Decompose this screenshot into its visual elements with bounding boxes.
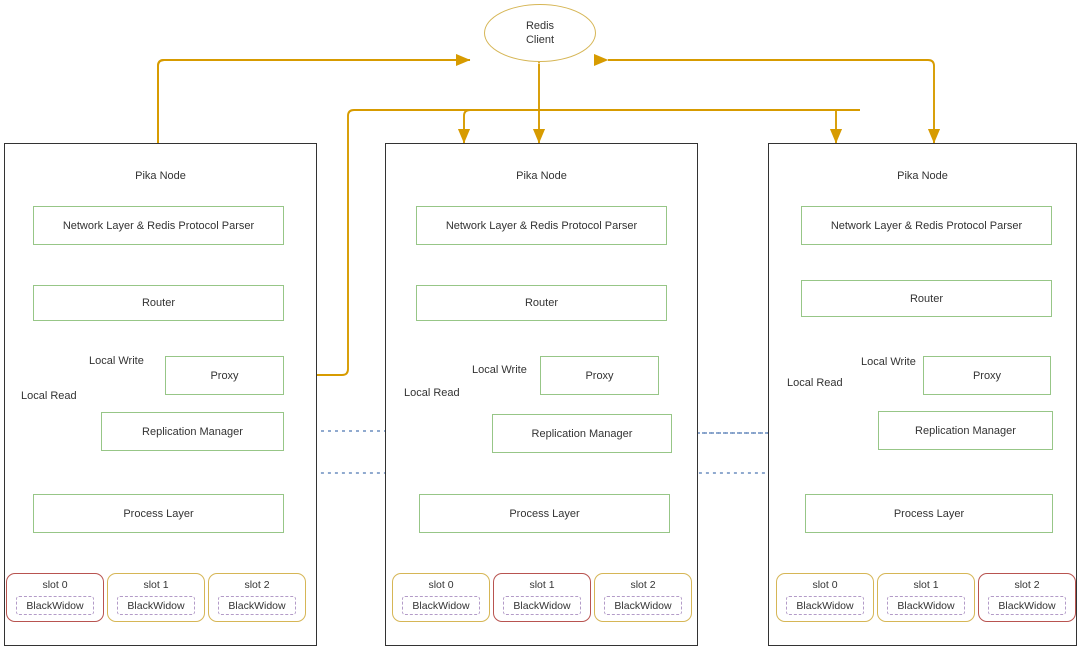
- pika-node-2-slot-0[interactable]: slot 0 BlackWidow: [392, 573, 490, 622]
- pika-node-1-slot-0[interactable]: slot 0 BlackWidow: [6, 573, 104, 622]
- pika-node-2-local-read-label: Local Read: [403, 387, 461, 399]
- pika-node-3-network-layer[interactable]: Network Layer & Redis Protocol Parser: [801, 206, 1052, 245]
- pika-node-3-slot-2[interactable]: slot 2 BlackWidow: [978, 573, 1076, 622]
- pika-node-1-local-read-label: Local Read: [20, 390, 78, 402]
- pika-node-3-title: Pika Node: [897, 170, 948, 182]
- pika-node-3-router[interactable]: Router: [801, 280, 1052, 317]
- blackwidow-engine: BlackWidow: [786, 596, 864, 615]
- blackwidow-engine: BlackWidow: [604, 596, 682, 615]
- pika-node-1-network-layer[interactable]: Network Layer & Redis Protocol Parser: [33, 206, 284, 245]
- slot-title: slot 2: [1014, 579, 1040, 591]
- pika-node-1-replication-manager[interactable]: Replication Manager: [101, 412, 284, 451]
- blackwidow-engine: BlackWidow: [988, 596, 1066, 615]
- pika-node-1-title: Pika Node: [135, 170, 186, 182]
- pika-node-2-local-write-label: Local Write: [471, 364, 528, 376]
- pika-node-2-slot-1[interactable]: slot 1 BlackWidow: [493, 573, 591, 622]
- pika-node-2-slot-2[interactable]: slot 2 BlackWidow: [594, 573, 692, 622]
- slot-title: slot 2: [630, 579, 656, 591]
- blackwidow-engine: BlackWidow: [402, 596, 480, 615]
- pika-node-2-title: Pika Node: [516, 170, 567, 182]
- pika-node-2-replication-manager[interactable]: Replication Manager: [492, 414, 672, 453]
- pika-node-1-local-write-label: Local Write: [88, 355, 145, 367]
- pika-node-3-proxy[interactable]: Proxy: [923, 356, 1051, 395]
- slot-title: slot 1: [913, 579, 939, 591]
- slot-title: slot 1: [143, 579, 169, 591]
- blackwidow-engine: BlackWidow: [503, 596, 581, 615]
- pika-node-2-network-layer[interactable]: Network Layer & Redis Protocol Parser: [416, 206, 667, 245]
- pika-node-2-router[interactable]: Router: [416, 285, 667, 321]
- pika-node-3-process-layer[interactable]: Process Layer: [805, 494, 1053, 533]
- blackwidow-engine: BlackWidow: [117, 596, 195, 615]
- pika-node-3-slot-0[interactable]: slot 0 BlackWidow: [776, 573, 874, 622]
- pika-node-2-process-layer[interactable]: Process Layer: [419, 494, 670, 533]
- pika-node-3-local-read-label: Local Read: [786, 377, 844, 389]
- pika-node-1-slot-2[interactable]: slot 2 BlackWidow: [208, 573, 306, 622]
- pika-node-3-local-write-label: Local Write: [860, 356, 917, 368]
- redis-client-label-line2: Client: [525, 34, 555, 46]
- blackwidow-engine: BlackWidow: [218, 596, 296, 615]
- pika-node-3-slot-1[interactable]: slot 1 BlackWidow: [877, 573, 975, 622]
- blackwidow-engine: BlackWidow: [16, 596, 94, 615]
- pika-node-1-proxy[interactable]: Proxy: [165, 356, 284, 395]
- slot-title: slot 0: [428, 579, 454, 591]
- pika-node-3-replication-manager[interactable]: Replication Manager: [878, 411, 1053, 450]
- pika-node-1-process-layer[interactable]: Process Layer: [33, 494, 284, 533]
- slot-title: slot 2: [244, 579, 270, 591]
- slot-title: slot 1: [529, 579, 555, 591]
- pika-node-1-slot-1[interactable]: slot 1 BlackWidow: [107, 573, 205, 622]
- slot-title: slot 0: [42, 579, 68, 591]
- slot-title: slot 0: [812, 579, 838, 591]
- redis-client-node[interactable]: Redis Client: [484, 4, 596, 62]
- blackwidow-engine: BlackWidow: [887, 596, 965, 615]
- pika-node-1-router[interactable]: Router: [33, 285, 284, 321]
- pika-node-2-proxy[interactable]: Proxy: [540, 356, 659, 395]
- redis-client-label-line1: Redis: [525, 19, 555, 32]
